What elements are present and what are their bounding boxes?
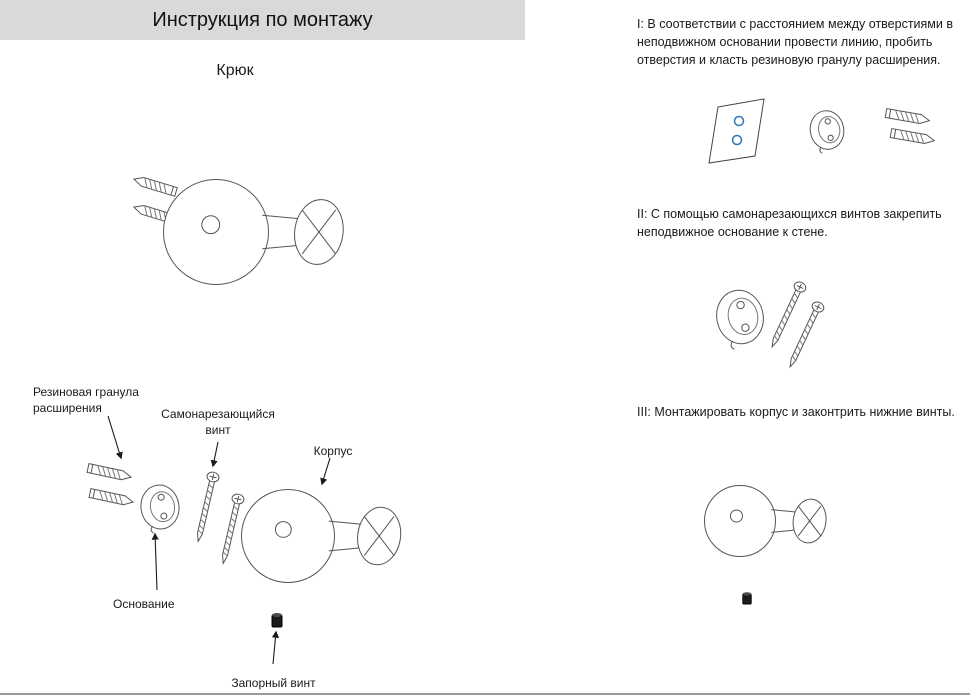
page-title: Инструкция по монтажу xyxy=(152,8,373,31)
wall-plug-drawing xyxy=(884,108,931,126)
wall-plug-drawing xyxy=(88,488,135,508)
set-screw-drawing xyxy=(271,612,283,628)
step3-illustration xyxy=(704,485,830,605)
label-rubber-plug: Резиновая гранула расширения xyxy=(33,385,139,415)
base-ring-drawing xyxy=(711,285,770,353)
base-ring-drawing xyxy=(137,482,183,535)
header-bar: Инструкция по монтажу xyxy=(0,0,525,40)
set-screw-drawing xyxy=(742,591,752,605)
hook-body-drawing xyxy=(162,178,348,286)
drill-hole-mark xyxy=(731,134,743,146)
label-self-tapping-screw: Самонарезающийся винт xyxy=(161,407,275,437)
step2-text: II: С помощью самонарезающихся винтов за… xyxy=(637,207,942,240)
step1-illustration xyxy=(708,98,936,164)
base-ring-drawing xyxy=(806,107,848,156)
screw-drawing xyxy=(216,492,246,566)
step3-text: III: Монтажировать корпус и законтрить н… xyxy=(637,405,955,419)
label-locking-screw: Запорный винт xyxy=(231,676,316,690)
drill-hole-mark xyxy=(733,115,745,127)
bottom-divider xyxy=(0,693,970,695)
step2-illustration xyxy=(711,279,826,370)
label-base: Основание xyxy=(113,597,175,611)
product-name: Крюк xyxy=(216,62,254,79)
wall-plate-drawing xyxy=(708,98,765,164)
callout-arrows xyxy=(107,415,331,665)
hook-body-drawing xyxy=(241,489,405,583)
wall-plug-drawing xyxy=(86,463,133,483)
step1-text: I: В соответствии с расстоянием между от… xyxy=(637,17,953,68)
label-body: Корпус xyxy=(313,444,353,458)
wall-plug-drawing xyxy=(132,174,178,197)
assembled-hook-diagram xyxy=(132,174,348,286)
screw-drawing xyxy=(191,470,221,544)
wall-plug-drawing xyxy=(889,128,936,146)
exploded-diagram xyxy=(86,415,405,665)
hook-body-drawing xyxy=(704,485,830,557)
